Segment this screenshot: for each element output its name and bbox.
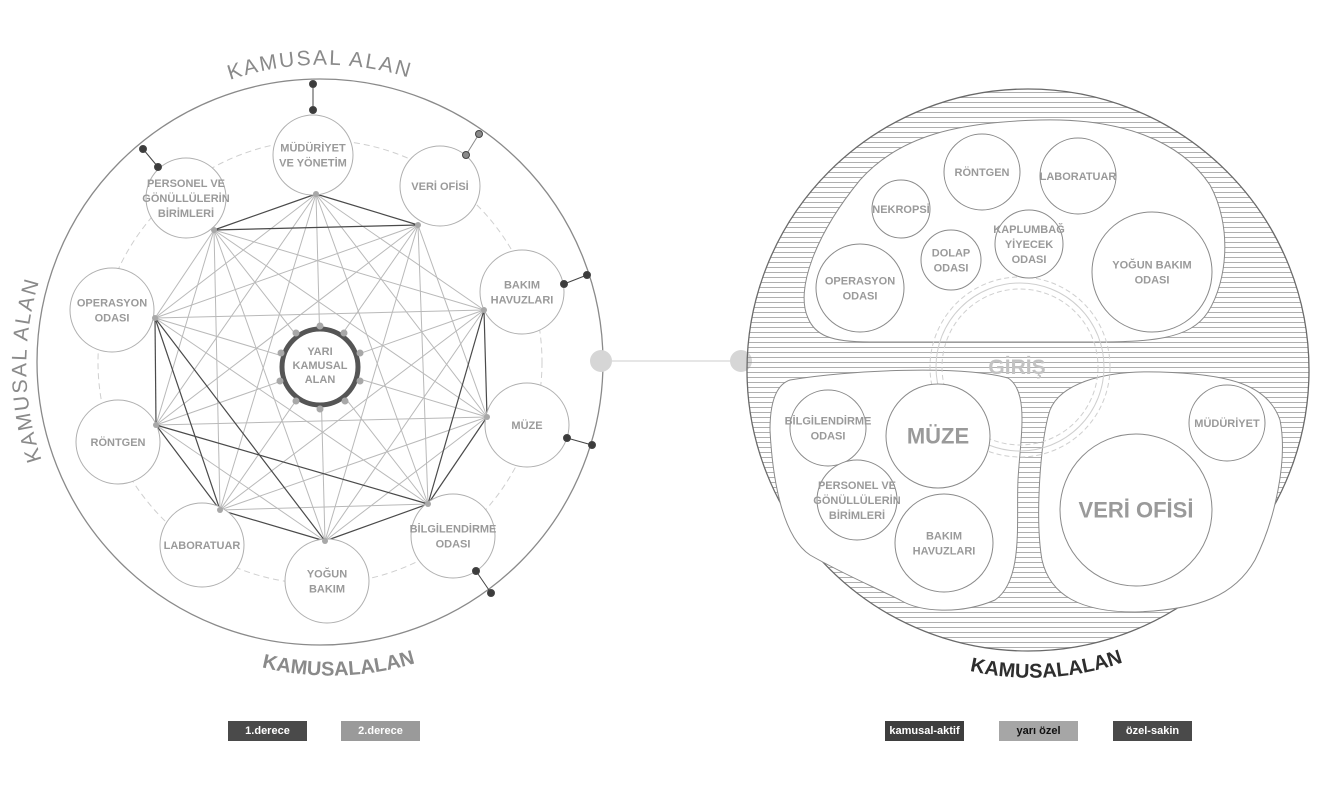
room-label-r-operasyon: ODASI	[843, 290, 878, 302]
room-label-r-dolap: ODASI	[934, 262, 969, 274]
room-label-mudurlik: MÜDÜRİYET	[280, 141, 346, 154]
label-left-kamusal-alan: KAMUSAL ALAN	[8, 275, 46, 466]
room-circle-r-personel	[816, 459, 898, 541]
legend-item: özel-sakin	[1113, 721, 1192, 741]
room-label-operasyon: OPERASYON	[77, 297, 147, 309]
room-circle-muze	[484, 382, 570, 468]
room-circle-bilgi	[410, 493, 496, 579]
left-diagram: KAMUSAL ALAN KAMUSAL ALAN KAMUSALALAN	[8, 47, 604, 681]
room-label-bakim: BAKIM	[504, 279, 540, 291]
legend-item: 2.derece	[341, 721, 420, 741]
center-label: YARI	[307, 346, 332, 358]
legend-item: 1.derece	[228, 721, 307, 741]
room-label-r-kaplumbag: YİYECEK	[1005, 238, 1053, 251]
room-label-r-bakim: BAKIM	[926, 530, 962, 542]
label-bottom-right-kamusal-alan: KAMUSALALAN	[969, 646, 1125, 683]
legend-item: kamusal-aktif	[885, 721, 964, 741]
room-label-r-bilgi: BİLGİLENDİRME	[785, 414, 872, 427]
center-label: KAMUSAL	[293, 360, 348, 372]
room-label-r-yogun: ODASI	[1135, 274, 1170, 286]
first-degree-lines	[154, 193, 488, 542]
room-label-r-bakim: HAVUZLARI	[913, 545, 976, 557]
room-circle-r-yogun	[1091, 211, 1213, 333]
room-label-veri: VERİ OFİSİ	[411, 180, 468, 193]
room-label-personel: PERSONEL VE	[147, 178, 225, 190]
room-circle-r-mudurlik	[1188, 384, 1266, 462]
room-label-personel: BİRİMLERİ	[158, 207, 214, 220]
room-circle-lab	[159, 502, 245, 588]
room-circle-r-rontgen	[943, 133, 1021, 211]
entrance-label: GİRİŞ	[988, 356, 1045, 379]
room-label-r-dolap: DOLAP	[932, 247, 971, 259]
legend-item: yarı özel	[999, 721, 1078, 741]
room-circle-r-lab	[1039, 137, 1117, 215]
room-label-lab: LABORATUAR	[164, 540, 241, 552]
room-label-mudurlik: VE YÖNETİM	[279, 156, 347, 169]
room-label-r-yogun: YOĞUN BAKIM	[1112, 258, 1191, 271]
room-circles	[69, 114, 570, 624]
center-ring	[276, 322, 364, 413]
room-label-bakim: HAVUZLARI	[491, 294, 554, 306]
junction-points	[152, 191, 490, 544]
room-circle-r-muze	[885, 383, 991, 489]
room-circle-operasyon	[69, 267, 155, 353]
room-label-r-nekropsi: NEKROPSİ	[872, 203, 929, 216]
room-circle-r-bakim	[894, 493, 994, 593]
link-between-diagrams	[590, 350, 752, 372]
room-label-r-mudurlik: MÜDÜRİYET	[1194, 417, 1260, 430]
room-label-operasyon: ODASI	[95, 312, 130, 324]
room-label-r-kaplumbag: KAPLUMBAĞ	[993, 223, 1065, 236]
entrance-rings	[929, 276, 1111, 458]
room-label-r-veri: VERİ OFİSİ	[1079, 498, 1194, 523]
room-label-r-personel: PERSONEL VE	[818, 480, 896, 492]
room-circle-r-nekropsi	[871, 179, 931, 239]
room-label-r-personel: BİRİMLERİ	[829, 509, 885, 522]
room-circle-r-operasyon	[815, 243, 905, 333]
room-circle-yogun	[284, 538, 370, 624]
room-circle-r-veri	[1059, 433, 1213, 587]
room-circle-veri	[399, 145, 481, 227]
room-label-bilgi: ODASI	[436, 538, 471, 550]
room-label-yogun: YOĞUN	[307, 567, 347, 580]
room-circle-r-kaplumbag	[994, 209, 1064, 279]
room-label-personel: GÖNÜLLÜLERİN	[142, 192, 229, 205]
label-bottom-kamusal-alan: KAMUSALALAN	[261, 647, 417, 681]
room-label-r-kaplumbag: ODASI	[1012, 254, 1047, 266]
room-label-r-personel: GÖNÜLLÜLERİN	[813, 494, 900, 507]
room-circle-rontgen	[75, 399, 161, 485]
room-label-r-operasyon: OPERASYON	[825, 275, 895, 287]
center-label: ALAN	[305, 374, 336, 386]
room-label-bilgi: BİLGİLENDİRME	[410, 522, 497, 535]
room-label-yogun: BAKIM	[309, 583, 345, 595]
room-circle-personel	[145, 157, 227, 239]
room-circle-r-dolap	[920, 229, 982, 291]
room-circle-r-bilgi	[789, 389, 867, 467]
room-label-rontgen: RÖNTGEN	[91, 436, 146, 449]
room-label-muze: MÜZE	[511, 419, 542, 432]
right-room-circles	[789, 133, 1266, 593]
room-label-r-rontgen: RÖNTGEN	[955, 166, 1010, 179]
room-label-r-bilgi: ODASI	[811, 430, 846, 442]
room-label-r-muze: MÜZE	[907, 424, 969, 449]
room-label-r-lab: LABORATUAR	[1040, 171, 1117, 183]
right-diagram: GİRİŞ KAMUSALALAN RÖNTGEN LABORATUAR NEKRO…	[746, 88, 1310, 683]
access-connectors	[139, 80, 596, 597]
room-circle-bakim	[479, 249, 565, 335]
room-circle-mudurlik	[272, 114, 354, 196]
